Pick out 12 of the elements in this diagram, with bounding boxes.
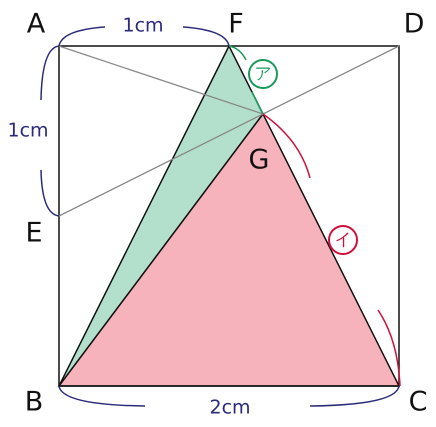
point-label: C — [408, 388, 428, 416]
point-label: D — [404, 10, 424, 38]
dimension-label: 2cm — [209, 398, 251, 418]
dimension-label: 1cm — [7, 122, 49, 140]
point-label: A — [26, 10, 46, 38]
point-label: B — [24, 388, 44, 416]
point-label: F — [228, 10, 244, 38]
circled-label: ア — [248, 59, 278, 89]
point-label: G — [248, 146, 270, 174]
dimension-label: 1cm — [122, 16, 164, 36]
point-label: E — [25, 220, 43, 246]
circled-label: イ — [328, 225, 358, 255]
